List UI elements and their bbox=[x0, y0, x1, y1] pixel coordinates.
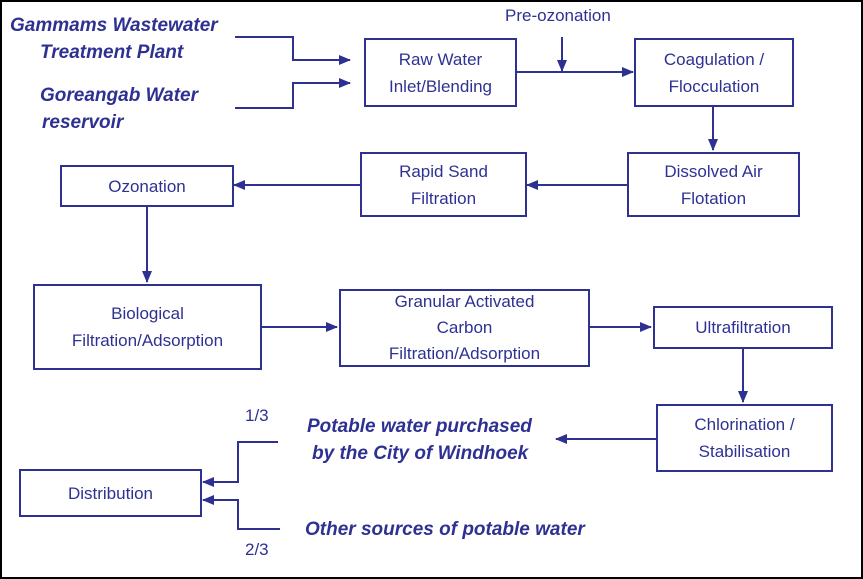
biological-line1: Biological bbox=[111, 304, 184, 323]
box-rapid-sand-filtration: Rapid Sand Filtration bbox=[360, 152, 527, 217]
output-other-sources: Other sources of potable water bbox=[305, 516, 605, 543]
output-potable-purchased: Potable water purchased by the City of W… bbox=[307, 413, 552, 467]
raw-water-line1: Raw Water bbox=[398, 49, 483, 69]
chlorination-line2: Stabilisation bbox=[698, 442, 791, 461]
arrow-other-to-distribution bbox=[202, 495, 280, 530]
gac-line2: Carbon bbox=[436, 318, 493, 337]
coagulation-line2: Flocculation bbox=[668, 76, 760, 96]
box-biological-filtration: Biological Filtration/Adsorption bbox=[33, 284, 262, 370]
other-sources-line1: Other sources of potable water bbox=[305, 519, 585, 540]
source-gammams-line2: Treatment Plant bbox=[40, 42, 184, 63]
rapid-sand-line1: Rapid Sand bbox=[399, 161, 488, 181]
chlorination-line1: Chlorination / bbox=[694, 415, 795, 434]
ozonation-label: Ozonation bbox=[108, 176, 186, 196]
potable-line2: by the City of Windhoek bbox=[312, 443, 529, 464]
fraction-two-thirds: 2/3 bbox=[245, 540, 269, 559]
box-ultrafiltration: Ultrafiltration bbox=[653, 306, 833, 349]
arrow-potable-to-distribution bbox=[202, 441, 278, 487]
box-raw-water-inlet: Raw Water Inlet/Blending bbox=[364, 38, 517, 107]
box-dissolved-air-flotation: Dissolved Air Flotation bbox=[627, 152, 800, 217]
pre-ozonation-label: Pre-ozonation bbox=[505, 6, 611, 25]
distribution-label: Distribution bbox=[67, 483, 154, 503]
fraction-one-third: 1/3 bbox=[245, 406, 269, 425]
biological-line2: Filtration/Adsorption bbox=[71, 331, 224, 350]
arrow-gammams-to-inlet bbox=[235, 36, 351, 65]
daf-line1: Dissolved Air bbox=[664, 161, 763, 181]
source-goreangab-line1: Goreangab Water bbox=[40, 85, 199, 106]
rapid-sand-line2: Filtration bbox=[410, 188, 477, 208]
box-coagulation: Coagulation / Flocculation bbox=[634, 38, 794, 107]
raw-water-line2: Inlet/Blending bbox=[388, 76, 493, 96]
daf-line2: Flotation bbox=[680, 188, 747, 208]
box-chlorination: Chlorination / Stabilisation bbox=[656, 404, 833, 472]
coagulation-line1: Coagulation / bbox=[663, 49, 765, 69]
box-gac-filtration: Granular Activated Carbon Filtration/Ads… bbox=[339, 289, 590, 367]
arrow-goreangab-to-inlet bbox=[235, 78, 351, 109]
source-gammams: Gammams Wastewater Treatment Plant bbox=[10, 12, 230, 66]
source-goreangab: Goreangab Water reservoir bbox=[40, 82, 230, 136]
ultrafiltration-label: Ultrafiltration bbox=[695, 318, 791, 337]
box-ozonation: Ozonation bbox=[60, 165, 234, 207]
box-distribution: Distribution bbox=[19, 469, 202, 517]
source-goreangab-line2: reservoir bbox=[42, 112, 124, 133]
source-gammams-line1: Gammams Wastewater bbox=[10, 15, 218, 36]
gac-line3: Filtration/Adsorption bbox=[388, 344, 541, 363]
potable-line1: Potable water purchased bbox=[307, 416, 532, 437]
gac-line1: Granular Activated bbox=[394, 292, 535, 311]
